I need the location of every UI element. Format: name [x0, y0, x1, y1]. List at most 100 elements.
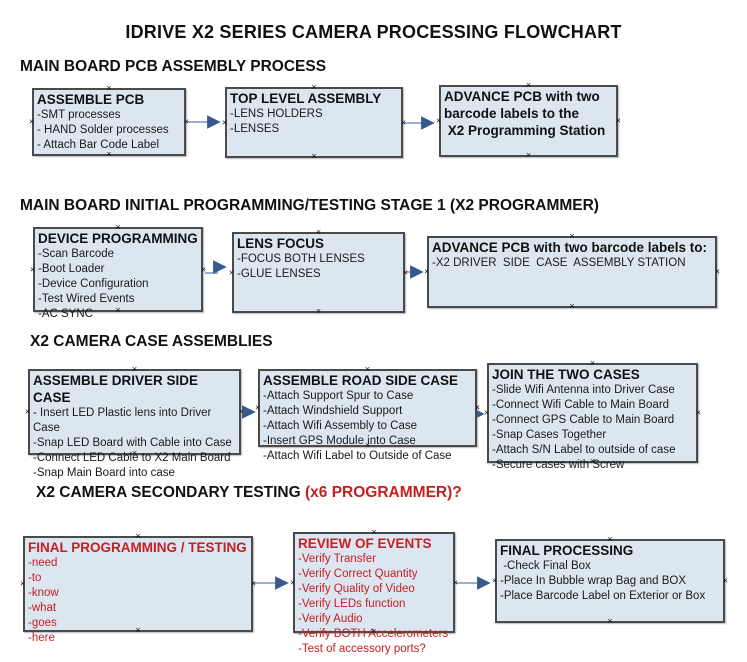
- box-line: -here: [28, 632, 55, 644]
- connection-handle-bottom: ×: [315, 306, 322, 316]
- arrow-device-to-lensfocus: [205, 260, 227, 274]
- box-title: TOP LEVEL ASSEMBLY: [230, 91, 382, 106]
- flow-box-lens-focus[interactable]: LENS FOCUS -FOCUS BOTH LENSES -GLUE LENS…: [229, 228, 408, 316]
- box-title: DEVICE PROGRAMMING: [38, 231, 198, 246]
- connection-handle-left: ×: [229, 267, 235, 277]
- connection-handle-bottom: ×: [525, 150, 532, 160]
- box-title: ASSEMBLE DRIVER SIDE CASE: [33, 373, 202, 405]
- box-line: -X2 DRIVER SIDE CASE ASSEMBLY STATION: [432, 257, 686, 269]
- box-line: X2 Programming Station: [444, 123, 606, 138]
- flow-box-advance-pcb-driver-side[interactable]: ADVANCE PCB with two barcode labels to: …: [424, 232, 720, 311]
- box-title: LENS FOCUS: [237, 236, 325, 251]
- section-heading-red-part: (x6 PROGRAMMER)?: [305, 484, 462, 501]
- box-line: -Connect Wifi Cable to Main Board: [492, 399, 670, 411]
- box-line: -SMT processes: [37, 109, 121, 121]
- box-line: -Place In Bubble wrap Bag and BOX: [500, 575, 687, 587]
- flow-box-final-programming-testing[interactable]: FINAL PROGRAMMING / TESTING -need -to -k…: [20, 532, 256, 645]
- connection-handle-bottom: ×: [311, 151, 317, 161]
- section-heading-initial-programming: MAIN BOARD INITIAL PROGRAMMING/TESTING S…: [20, 197, 599, 214]
- box-title: FINAL PROCESSING: [500, 543, 634, 558]
- box-title: FINAL PROGRAMMING / TESTING: [28, 540, 247, 555]
- connection-handle-left: ×: [255, 402, 261, 413]
- section-heading-case-assemblies: X2 CAMERA CASE ASSEMBLIES: [30, 333, 273, 350]
- box-line: -Connect LED Cable to X2 Main Board: [33, 452, 231, 464]
- box-line: -Snap Main Board into case: [33, 467, 175, 479]
- box-line: barcode labels to the: [444, 106, 580, 121]
- connection-handle-left: ×: [222, 117, 228, 127]
- box-line: -Attach Support Spur to Case: [263, 390, 414, 402]
- box-line: - HAND Solder processes: [37, 124, 169, 136]
- connection-handle-right: ×: [452, 577, 458, 587]
- section-heading-secondary-testing: X2 CAMERA SECONDARY TESTING (x6 PROGRAMM…: [36, 484, 462, 502]
- box-line: -Device Configuration: [38, 278, 149, 290]
- box-title: JOIN THE TWO CASES: [492, 367, 640, 382]
- connection-handle-right: ×: [722, 575, 728, 586]
- flow-box-assemble-pcb[interactable]: ASSEMBLE PCB -SMT processes - HAND Solde…: [29, 84, 189, 159]
- box-title: REVIEW OF EVENTS: [298, 536, 432, 551]
- box-line: -Insert GPS Module into Case: [263, 435, 416, 447]
- box-line: -Check Final Box: [500, 560, 591, 572]
- box-line: -AC SYNC: [38, 308, 93, 320]
- box-line: -Verify LEDs function: [298, 598, 406, 610]
- box-line: - Insert LED Plastic lens into Driver Ca…: [33, 407, 215, 434]
- box-line: -know: [28, 587, 59, 599]
- section-heading-pcb-assembly: MAIN BOARD PCB ASSEMBLY PROCESS: [20, 58, 327, 75]
- box-line: -to: [28, 572, 42, 584]
- flow-box-top-level-assembly[interactable]: TOP LEVEL ASSEMBLY -LENS HOLDERS -LENSES…: [222, 83, 406, 161]
- box-line: -GLUE LENSES: [237, 268, 321, 280]
- flow-box-final-processing[interactable]: FINAL PROCESSING -Check Final Box -Place…: [492, 535, 728, 626]
- box-line: -need: [28, 557, 58, 569]
- box-line: -Test of accessory ports?: [298, 643, 426, 655]
- flow-box-join-two-cases[interactable]: JOIN THE TWO CASES -Slide Wifi Antenna i…: [484, 359, 701, 472]
- box-line: -Test Wired Events: [38, 293, 135, 305]
- box-line: -Boot Loader: [38, 263, 105, 275]
- connection-handle-left: ×: [436, 115, 442, 126]
- box-title: ASSEMBLE PCB: [37, 92, 145, 107]
- connection-handle-left: ×: [424, 266, 430, 277]
- box-line: -Attach Wifi Assembly to Case: [263, 420, 418, 432]
- box-line: -LENSES: [230, 123, 280, 135]
- box-line: - Attach Bar Code Label: [37, 139, 160, 151]
- connection-handle-right: ×: [250, 578, 256, 589]
- box-line: -Verify BOTH Accelerometers: [298, 628, 449, 640]
- box-line: -LENS HOLDERS: [230, 108, 323, 120]
- box-line: ADVANCE PCB with two: [444, 89, 600, 104]
- section-heading-black-part: X2 CAMERA SECONDARY TESTING: [36, 484, 305, 501]
- connection-handle-left: ×: [29, 116, 35, 127]
- connection-handle-right: ×: [183, 116, 189, 127]
- flow-box-advance-pcb-programming-station[interactable]: ADVANCE PCB with two barcode labels to t…: [436, 81, 621, 160]
- box-line: -Verify Audio: [298, 613, 363, 625]
- box-line: -Connect GPS Cable to Main Board: [492, 414, 675, 426]
- box-title: ASSEMBLE ROAD SIDE CASE: [263, 373, 459, 388]
- box-title: ADVANCE PCB with two barcode labels to:: [432, 240, 708, 255]
- connection-handle-left: ×: [30, 264, 36, 274]
- connection-handle-left: ×: [20, 578, 26, 589]
- flow-box-device-programming[interactable]: DEVICE PROGRAMMING -Scan Barcode -Boot L…: [30, 223, 206, 321]
- box-line: -Attach S/N Label to outside of case: [492, 444, 676, 456]
- connection-handle-right: ×: [402, 267, 408, 277]
- flow-box-review-of-events[interactable]: REVIEW OF EVENTS -Verify Transfer -Verif…: [290, 528, 458, 656]
- flow-box-assemble-driver-side-case[interactable]: ASSEMBLE DRIVER SIDE CASE - Insert LED P…: [25, 365, 244, 480]
- box-line: -Scan Barcode: [38, 248, 115, 260]
- box-line: -Verify Correct Quantity: [298, 568, 418, 580]
- connection-handle-right: ×: [200, 264, 206, 274]
- connection-handle-left: ×: [290, 577, 296, 587]
- connection-handle-left: ×: [492, 575, 498, 586]
- connection-handle-right: ×: [695, 407, 701, 418]
- box-line: -what: [28, 602, 57, 614]
- connection-handle-right: ×: [615, 115, 621, 126]
- connection-handle-left: ×: [484, 407, 490, 418]
- box-line: -goes: [28, 617, 57, 629]
- box-line: -Slide Wifi Antenna into Driver Case: [492, 384, 675, 396]
- connection-handle-right: ×: [474, 402, 480, 413]
- box-line: -Verify Quality of Video: [298, 583, 415, 595]
- box-line: -Snap Cases Together: [492, 429, 607, 441]
- box-line: -Verify Transfer: [298, 553, 376, 565]
- flow-box-assemble-road-side-case[interactable]: ASSEMBLE ROAD SIDE CASE -Attach Support …: [255, 365, 480, 463]
- box-line: -Snap LED Board with Cable into Case: [33, 437, 232, 449]
- connection-handle-right: ×: [400, 117, 406, 127]
- box-line: -Secure cases with Screw: [492, 459, 625, 471]
- connection-handle-right: ×: [238, 406, 244, 417]
- connection-handle-right: ×: [714, 266, 720, 277]
